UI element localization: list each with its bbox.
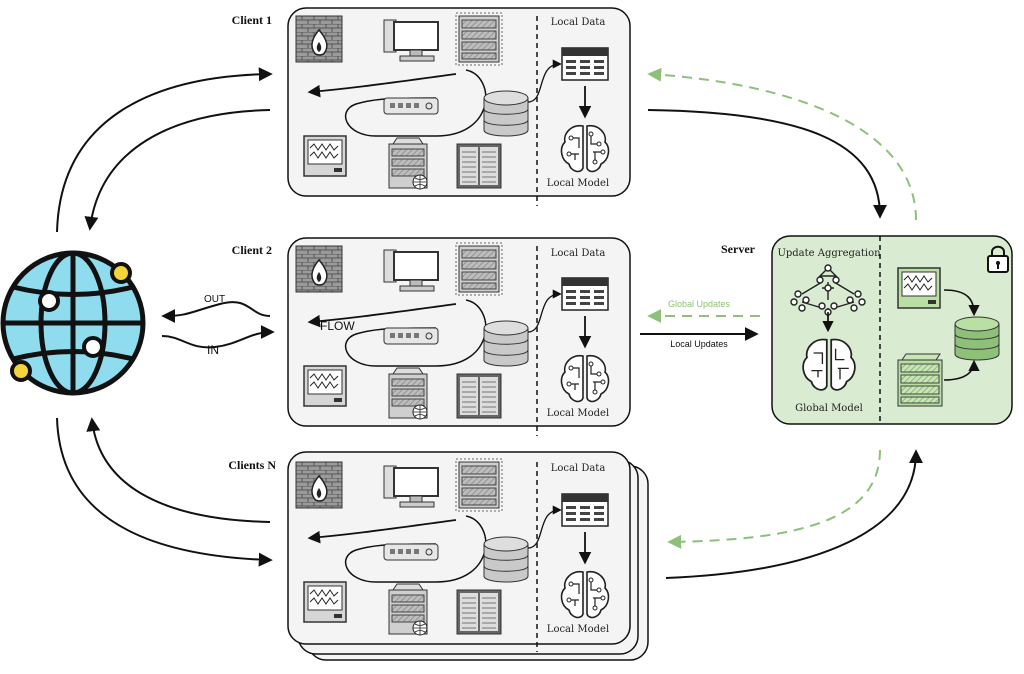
client-panel-2: Local Data Local Model [287, 237, 631, 436]
client-panel-1: Local Data Local Model [287, 7, 631, 206]
update-aggregation-label: Update Aggregation [777, 248, 881, 259]
flow-label: FLOW [320, 319, 355, 333]
local-data-label: Local Data [551, 17, 606, 28]
client-title-2: Client 2 [232, 243, 272, 257]
local-data-label: Local Data [551, 248, 606, 259]
server-icon [897, 353, 943, 407]
server-panel: Update Aggregation Global Model [771, 235, 1013, 425]
local-data-label: Local Data [551, 463, 606, 474]
client-title-1: Client 1 [232, 13, 272, 27]
monitor-icon [897, 267, 941, 309]
server-title: Server [721, 242, 756, 256]
brain-icon [802, 338, 856, 391]
client-panel-n: Local Data Local Model [287, 451, 631, 652]
local-updates-label: Local Updates [670, 339, 728, 349]
globe-icon [0, 250, 146, 396]
neural-network-icon [790, 264, 866, 326]
client-title-n: Clients N [228, 458, 276, 472]
local-model-label: Local Model [547, 408, 609, 419]
out-label: OUT [204, 294, 225, 305]
local-model-label: Local Model [547, 624, 609, 635]
global-updates-label: Global Updates [668, 299, 731, 309]
lock-icon [987, 245, 1009, 273]
global-model-label: Global Model [795, 403, 863, 414]
local-model-label: Local Model [547, 178, 609, 189]
in-label: IN [207, 343, 219, 357]
database-icon [954, 316, 1000, 361]
